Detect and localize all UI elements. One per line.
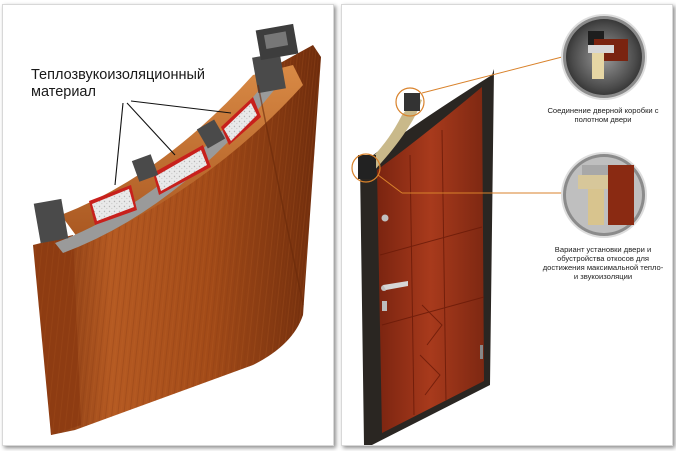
- door-handle: [383, 281, 408, 290]
- insulation-label: Теплозвукоизоляционный материал: [31, 67, 205, 101]
- steel-door-illustration: [351, 14, 647, 445]
- insulation-cells: [89, 97, 261, 225]
- door-cross-section-panel: Теплозвукоизоляционный материал: [2, 4, 334, 446]
- door-leaf: [377, 87, 484, 433]
- detail-lens-top: [561, 14, 647, 100]
- detail-lens-bottom: [561, 152, 647, 238]
- insulation-label-line1: Теплозвукоизоляционный: [31, 67, 205, 83]
- caption-installation-option: Вариант установки двери и обустройства о…: [542, 245, 664, 281]
- pointer-lines: [114, 100, 232, 186]
- lock-cylinder-top: [381, 214, 389, 222]
- door-cross-section-illustration: [33, 23, 321, 435]
- insulation-label-line2: материал: [31, 84, 96, 100]
- caption-frame-joint: Соединение дверной коробки с полотном дв…: [547, 106, 659, 124]
- metal-profiles: [33, 52, 286, 244]
- door-installation-panel: Соединение дверной коробки с полотном дв…: [341, 4, 673, 446]
